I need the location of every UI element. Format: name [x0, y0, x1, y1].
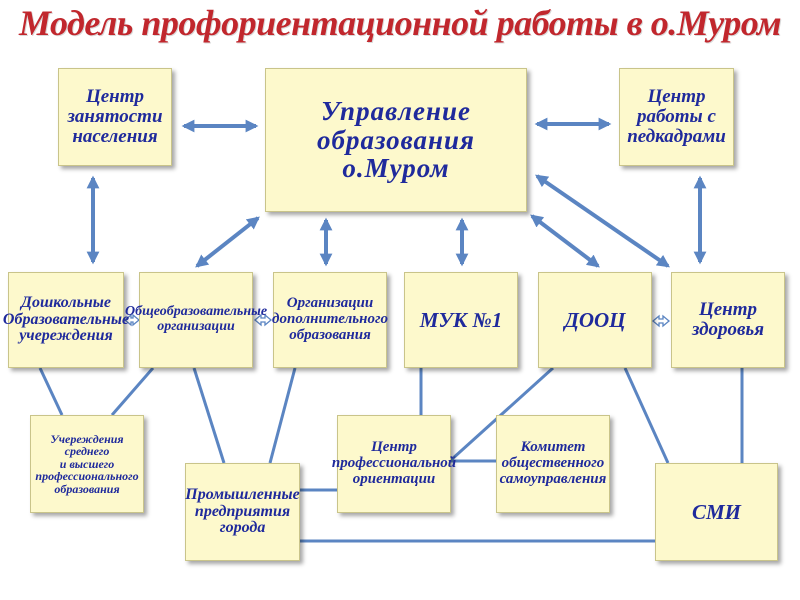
line-dop-promyshl — [268, 367, 297, 464]
line-dooc-smi — [623, 367, 670, 464]
line-doshk-uchrezhd — [38, 367, 64, 416]
box-smi: СМИ — [655, 463, 778, 561]
line-obshe-uchrezhd — [110, 367, 155, 416]
line-obshe-promyshl — [192, 367, 226, 464]
arrow-upravlenie-obsheobrazov — [195, 216, 260, 268]
line-dooc-proforient — [449, 366, 555, 462]
page-title: Модель профориентационной работы в о.Мур… — [18, 3, 782, 43]
small-arrow-obshe-dop — [253, 313, 273, 327]
box-muk-1: МУК №1 — [404, 272, 518, 368]
arrow-upravlenie-dooc — [530, 214, 600, 268]
arrow-upravlenie-zdorovya — [535, 174, 670, 268]
box-dooc: ДООЦ — [538, 272, 652, 368]
small-arrow-dooc-zdorovya — [651, 314, 671, 328]
